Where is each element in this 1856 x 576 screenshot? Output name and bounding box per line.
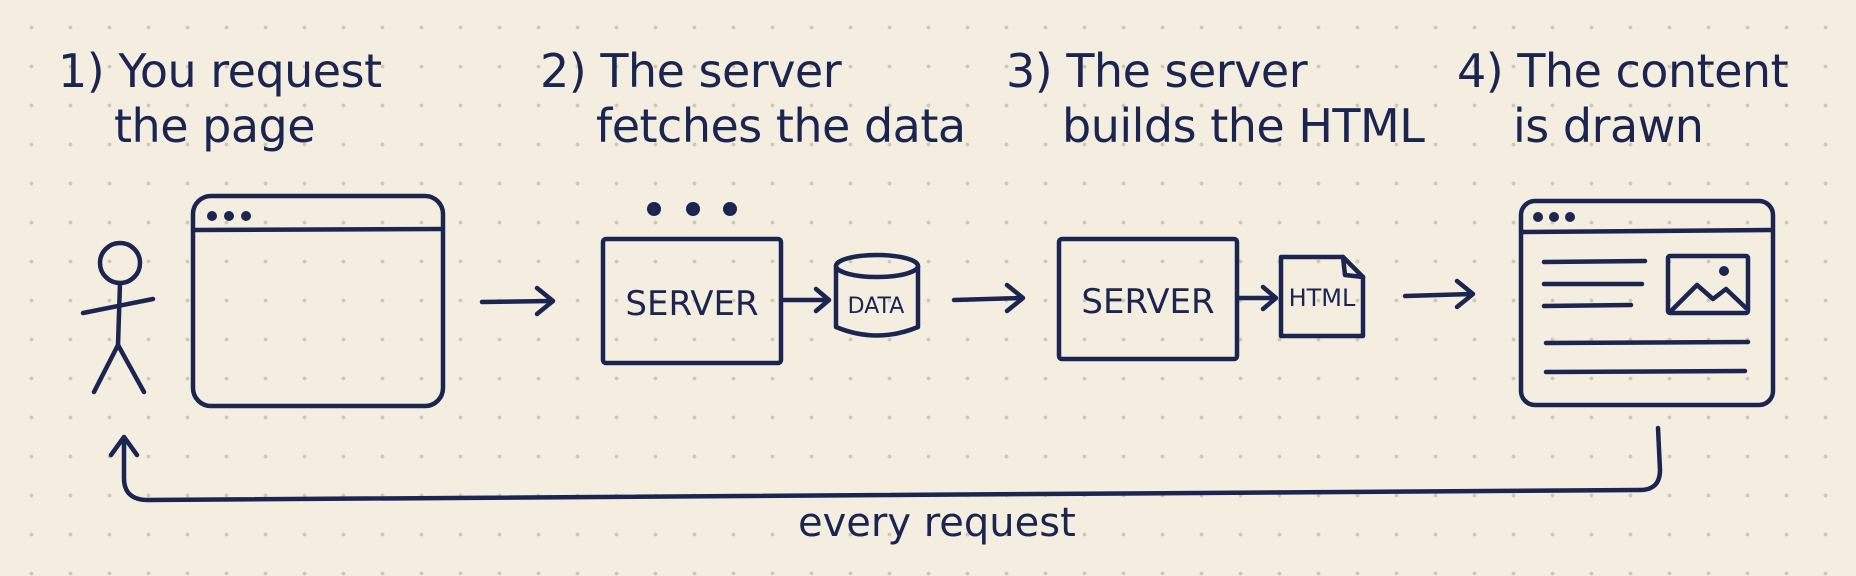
server-1-label: SERVER — [625, 284, 758, 324]
server-2-label: SERVER — [1081, 282, 1214, 322]
thinking-dots-icon — [647, 202, 737, 216]
step-2-line-2: fetches the data — [596, 99, 966, 153]
arrow-icon — [781, 286, 832, 314]
step-2-line-1: 2) The server — [540, 44, 842, 98]
loop-back-arrow-icon — [108, 425, 1663, 503]
rendered-browser-window-icon — [1518, 198, 1776, 408]
server-box-1: SERVER — [600, 236, 784, 366]
image-placeholder-icon — [1665, 253, 1751, 316]
html-label: HTML — [1289, 284, 1356, 312]
step-4-line-1: 4) The content — [1457, 44, 1789, 98]
empty-browser-window-icon — [190, 193, 446, 409]
step-1-line-2: the page — [114, 99, 316, 153]
step-2-title: 2) The server fetches the data — [540, 44, 966, 154]
server-box-2: SERVER — [1056, 236, 1240, 362]
data-label: DATA — [848, 294, 905, 319]
step-3-line-1: 3) The server — [1006, 44, 1308, 98]
arrow-icon — [951, 282, 1026, 314]
loop-caption: every request — [798, 500, 1076, 546]
database-cylinder-icon: DATA — [833, 252, 921, 338]
user-stick-figure-icon — [80, 240, 156, 395]
arrow-icon — [1236, 284, 1279, 312]
step-3-title: 3) The server builds the HTML — [1006, 44, 1425, 154]
arrow-icon — [1402, 278, 1476, 310]
step-3-line-2: builds the HTML — [1062, 99, 1425, 153]
step-4-title: 4) The content is drawn — [1457, 44, 1789, 154]
step-4-line-2: is drawn — [1513, 99, 1704, 153]
step-1-line-1: 1) You request — [58, 44, 382, 98]
arrow-icon — [479, 285, 556, 317]
step-1-title: 1) You request the page — [58, 44, 382, 154]
html-document-icon: HTML — [1278, 254, 1366, 339]
